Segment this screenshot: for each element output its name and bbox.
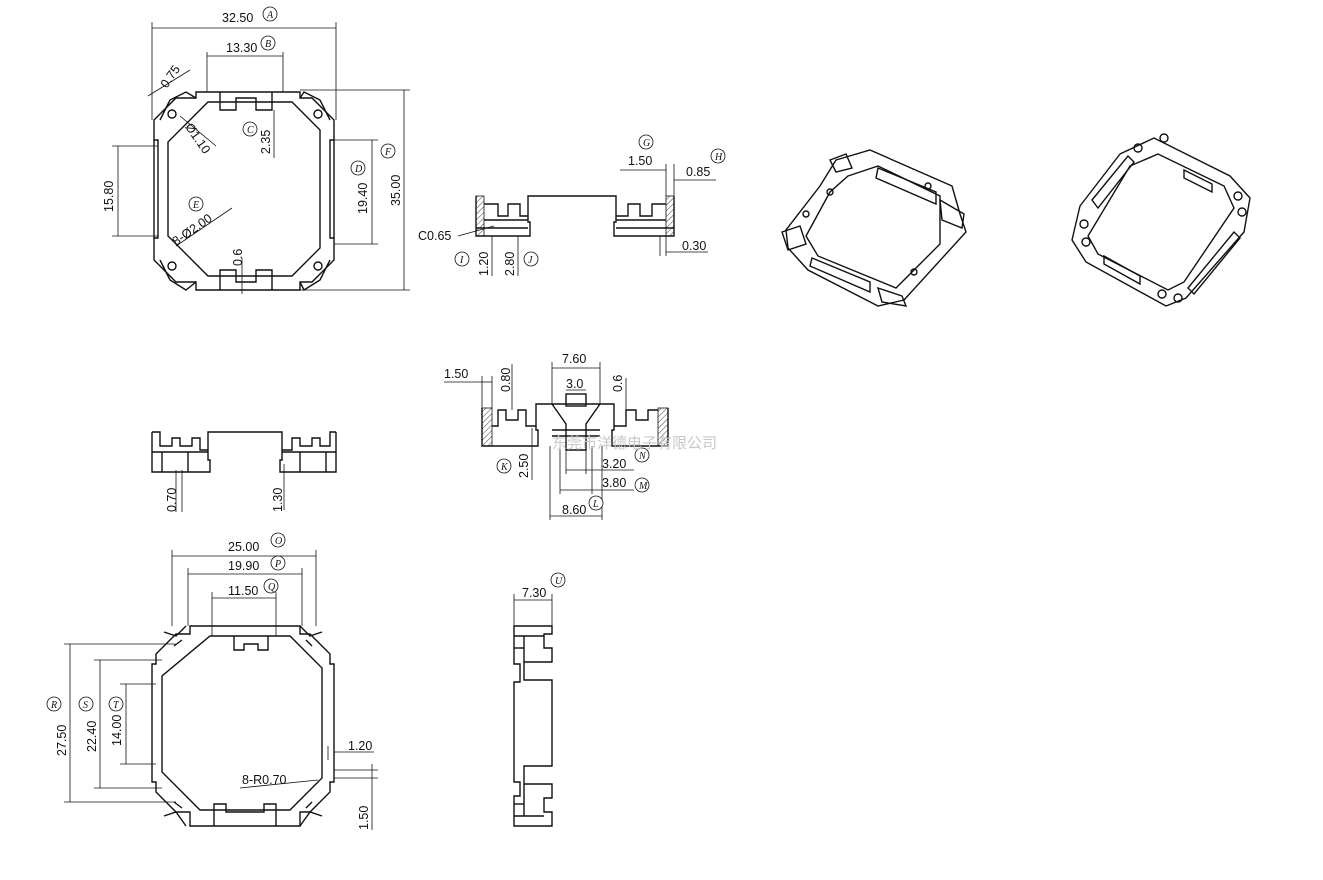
dim-T-value: 14.00 [110,715,124,746]
dim-F-value: 35.00 [389,175,403,206]
dim-K-value: 2.50 [517,454,531,478]
dim-inner-value: 3.0 [566,377,583,391]
callout-T [108,696,124,712]
dim-R-value: 27.50 [55,725,69,756]
top-view: 32.50 A 13.30 B 0.75 Ø1.10 C 2.35 19.40 … [102,6,410,294]
dim-left-h-value: 0.80 [499,368,513,392]
dim-G-value: 1.50 [628,154,652,168]
dim-right-h-value: 0.6 [611,375,625,392]
callout-T-label: T [113,700,120,711]
dim-N-value: 3.20 [602,457,626,471]
callout-U [550,572,566,588]
side-view: 0.70 1.30 [151,431,337,512]
callout-P-label: P [274,559,281,570]
dim-A-value: 32.50 [222,11,253,25]
callout-O-label: O [275,536,282,547]
isometric-view-2 [1071,133,1251,307]
watermark-text: 东莞市洋德电子有限公司 [552,434,717,452]
dim-L-value: 8.60 [562,503,586,517]
dim-I-value: 1.20 [477,252,491,276]
section-top: 1.50 G 0.85 H C0.65 1.20 I 2.80 J 0.30 [418,134,726,276]
dim-side-right-value: 1.30 [271,488,285,512]
callout-A-label: A [266,10,274,21]
callout-L-label: L [592,499,599,510]
dim-E-value: 8-Ø2.00 [170,211,215,248]
callout-I [454,251,470,267]
dim-top-value: 7.60 [562,352,586,366]
dim-left-w-value: 1.50 [444,367,468,381]
dim-U-value: 7.30 [522,586,546,600]
callout-F-label: F [384,147,392,158]
callout-G-label: G [643,138,650,149]
dim-pinhole-value: Ø1.10 [182,120,213,156]
end-view: 7.30 U [513,572,566,827]
callout-F [380,143,396,159]
callout-H-label: H [714,152,723,163]
callout-B [260,35,276,51]
dim-M-value: 3.80 [602,476,626,490]
bottom-view: 25.00 O 19.90 P 11.50 Q 27.50 R 22.40 S [46,532,378,830]
dim-slot-value: 0.6 [231,249,245,266]
callout-Q [263,578,279,594]
corner-hole [167,109,177,119]
callout-U-label: U [555,576,563,587]
section-mid: 1.50 0.80 7.60 3.0 0.6 2.50 K 3.20 N 3.8… [444,352,669,520]
callout-S-label: S [83,700,88,711]
dim-D-value: 19.40 [356,183,370,214]
dim-gap-value: 0.30 [682,239,706,253]
corner-hole [313,261,323,271]
callout-R [46,696,62,712]
callout-P [270,555,286,571]
corner-hole [313,109,323,119]
callout-A [262,6,278,22]
dim-Q-value: 11.50 [228,584,258,598]
callout-S [78,696,94,712]
dim-P-value: 19.90 [228,559,259,573]
callout-N-label: N [638,451,647,462]
callout-O [270,532,286,548]
dim-C-value: 2.35 [259,130,273,154]
callout-C-label: C [247,125,254,136]
callout-N [634,447,650,463]
callout-J-label: J [528,255,533,266]
top-view-inner-outline [167,101,321,277]
corner-hole [167,261,177,271]
dim-height-left-value: 15.80 [102,181,116,212]
callout-K [496,458,512,474]
dim-O-value: 25.00 [228,540,259,554]
callout-K-label: K [500,462,509,473]
callout-J [523,251,539,267]
callout-E-label: E [192,200,199,211]
callout-M [634,477,650,493]
callout-H [710,148,726,164]
dim-B-value: 13.30 [226,41,257,55]
dim-right-w-value: 1.20 [348,739,372,753]
callout-G [638,134,654,150]
dim-H-value: 0.85 [686,165,710,179]
callout-R-label: R [50,700,57,711]
dim-S-value: 22.40 [85,721,99,752]
dim-chamfer2-value: C0.65 [418,229,451,243]
dim-side-left-value: 0.70 [165,488,179,512]
callout-D-label: D [354,164,363,175]
callout-D [350,160,366,176]
dim-J-value: 2.80 [503,252,517,276]
callout-E [188,196,204,212]
callout-L [588,495,604,511]
dim-radius-value: 8-R0.70 [242,773,287,787]
callout-C [242,121,258,137]
isometric-view-1 [781,149,967,307]
callout-M-label: M [638,481,648,492]
dim-bottom-h-value: 1.50 [357,806,371,830]
callout-I-label: I [459,255,464,266]
callout-B-label: B [265,39,271,50]
callout-Q-label: Q [268,582,276,593]
